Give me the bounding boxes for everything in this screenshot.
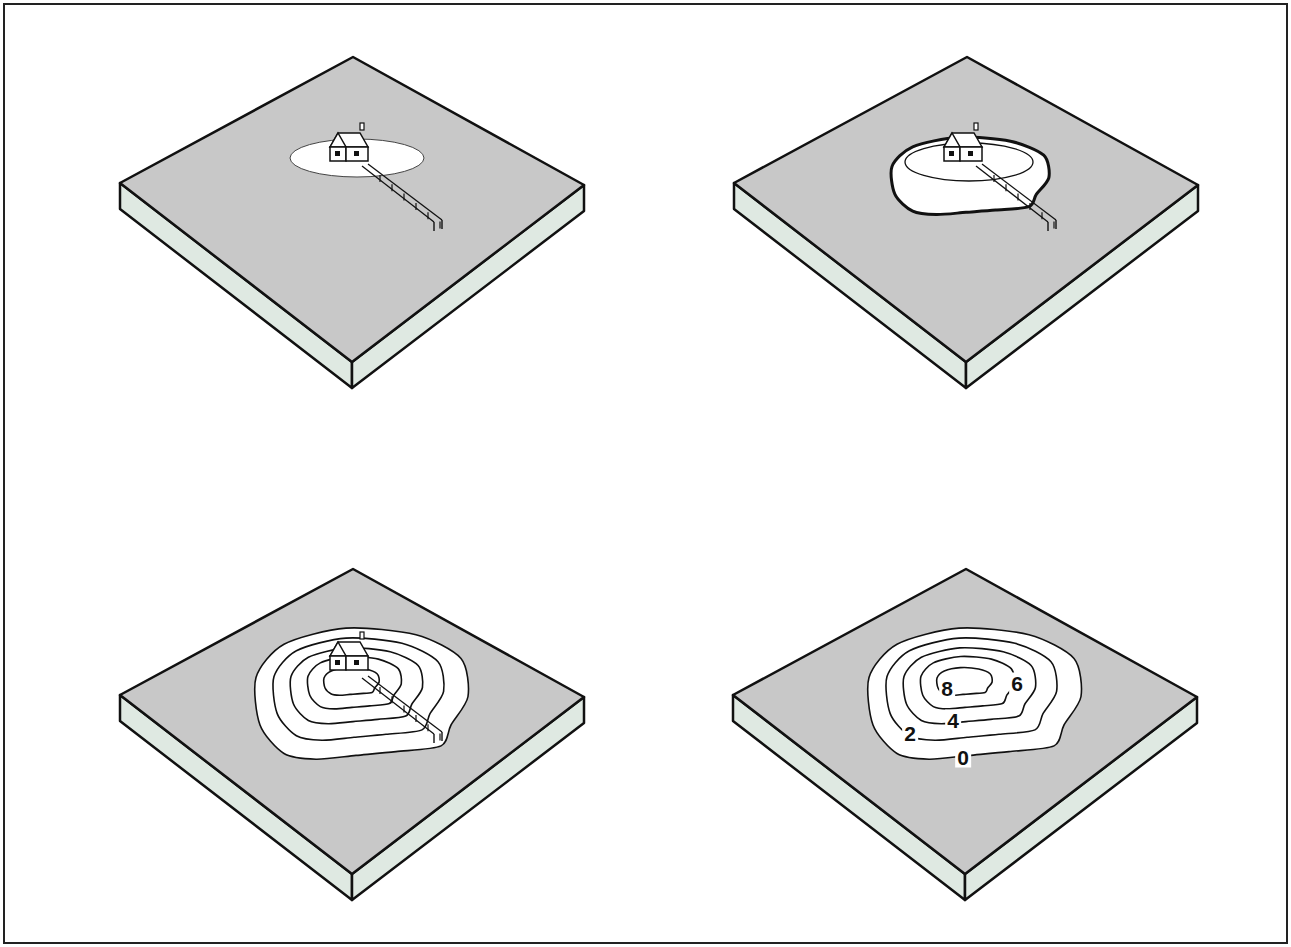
contour-value: 8 [939,678,955,699]
terrain-block [734,57,1198,388]
contour-value: 4 [945,710,961,731]
house [330,632,368,670]
pier [362,676,442,743]
contour-value: 6 [1009,673,1025,694]
house [330,123,368,161]
frame [4,4,1287,943]
pier [362,164,442,231]
terrain-block [733,569,1197,900]
pier [976,164,1056,231]
contour-value: 2 [902,723,918,744]
contour-value: 0 [955,747,971,768]
house [944,123,982,161]
terrain-block [120,569,584,900]
terrain-block [120,57,584,388]
